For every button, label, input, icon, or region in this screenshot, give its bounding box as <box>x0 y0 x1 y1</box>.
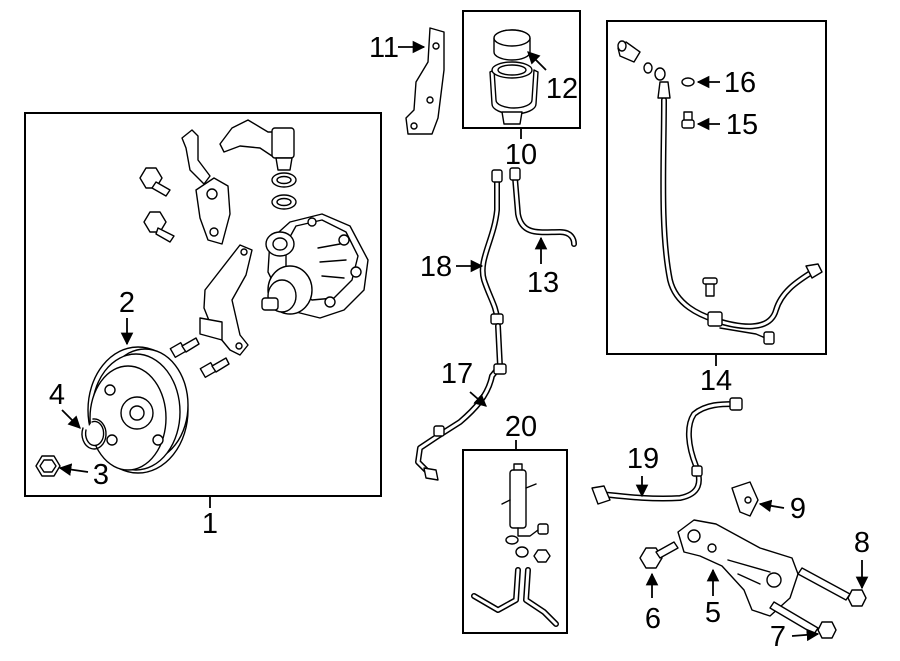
callout-12: 12 <box>546 73 578 105</box>
hose-clip-bolt[interactable] <box>702 277 718 297</box>
callout-10: 10 <box>505 139 537 171</box>
callout-20: 20 <box>505 411 537 443</box>
bolt-15[interactable] <box>681 111 695 129</box>
callout-3: 3 <box>93 459 109 491</box>
pulley-nut[interactable] <box>35 455 61 477</box>
callout-8: 8 <box>854 527 870 559</box>
suction-fitting[interactable] <box>181 129 231 245</box>
reservoir-group <box>462 10 581 139</box>
bolt-6[interactable] <box>639 541 679 569</box>
pressure-line-17[interactable] <box>415 323 507 481</box>
hose-seal-small[interactable] <box>643 62 653 74</box>
callout-6: 6 <box>645 603 661 635</box>
pressure-hose-box <box>606 20 827 355</box>
cooler-grommet-b[interactable] <box>515 546 529 558</box>
cooler-pipe-left[interactable] <box>471 567 521 613</box>
cooler-grommet-a[interactable] <box>505 535 519 545</box>
callout-4: 4 <box>49 379 65 411</box>
pressure-hose-group <box>606 20 827 366</box>
o-ring-lower[interactable] <box>271 194 297 210</box>
pressure-line-18[interactable] <box>479 169 504 325</box>
callout-17: 17 <box>441 358 473 390</box>
reservoir-cap[interactable] <box>493 29 531 61</box>
callout-2: 2 <box>119 287 135 319</box>
callout-19: 19 <box>627 443 659 475</box>
pump-bolt-middle[interactable] <box>143 211 175 243</box>
snap-ring[interactable] <box>81 418 107 450</box>
callout-5: 5 <box>705 597 721 629</box>
bolt-7[interactable] <box>769 601 837 639</box>
callout-16: 16 <box>724 67 756 99</box>
o-ring-upper[interactable] <box>271 172 297 188</box>
reservoir-bracket[interactable] <box>405 27 445 135</box>
cooler-group <box>462 440 568 634</box>
callout-leaders <box>58 40 869 642</box>
callout-13: 13 <box>527 267 559 299</box>
callout-15: 15 <box>726 109 758 141</box>
callout-7: 7 <box>770 621 786 653</box>
bracket-bolt-upper[interactable] <box>169 337 200 359</box>
pressure-hose-assembly[interactable] <box>657 81 823 345</box>
power-steering-pump[interactable] <box>261 213 369 319</box>
return-line-19[interactable] <box>591 397 743 505</box>
pump-assembly-group <box>24 112 382 508</box>
hose-end-cap[interactable] <box>617 40 641 63</box>
pump-assembly-box <box>24 112 382 497</box>
bracket-bolt-lower[interactable] <box>199 357 230 379</box>
reservoir[interactable] <box>489 61 539 125</box>
callout-11: 11 <box>369 32 399 64</box>
callout-1: 1 <box>202 508 218 540</box>
callout-labels: 1 2 3 4 5 6 7 8 9 10 11 12 13 14 15 16 1… <box>49 32 870 653</box>
oil-cooler[interactable] <box>501 463 549 537</box>
bolt-8[interactable] <box>797 567 867 607</box>
callout-18: 18 <box>420 251 452 283</box>
callout-9: 9 <box>790 493 806 525</box>
cooler-pipe-right[interactable] <box>523 567 559 627</box>
cooler-nut[interactable] <box>533 549 551 563</box>
pump-bolt-top[interactable] <box>139 167 171 197</box>
pump-bracket[interactable] <box>199 244 253 356</box>
hose-seal-ring[interactable] <box>654 67 666 81</box>
o-ring-16[interactable] <box>681 77 695 87</box>
clip-9[interactable] <box>731 481 759 517</box>
return-hose[interactable] <box>509 167 577 247</box>
callout-14: 14 <box>700 365 732 397</box>
pressure-fitting[interactable] <box>219 119 295 171</box>
pulley[interactable] <box>87 346 189 474</box>
pump-mount-bracket[interactable] <box>677 519 799 617</box>
cooler-box <box>462 449 568 634</box>
